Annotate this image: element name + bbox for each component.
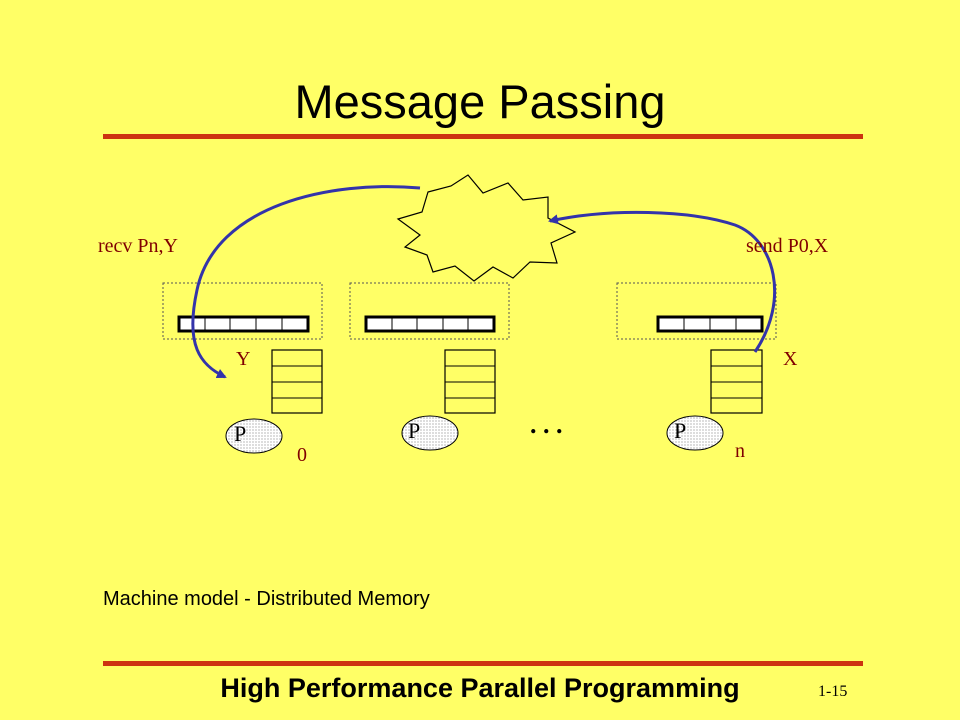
node-box [349, 282, 510, 340]
processor-0-label: P [234, 421, 247, 446]
node-box [162, 282, 323, 340]
node-box [616, 282, 777, 340]
var-x-label: X [783, 348, 798, 370]
processor [666, 415, 724, 451]
processor-middle-label: P [408, 418, 421, 443]
index-last-label: n [735, 440, 745, 462]
page-number: 1-15 [818, 683, 848, 700]
recv-label: recv Pn,Y [98, 235, 178, 257]
ellipsis: . . . [530, 410, 563, 439]
recv-arrow [191, 185, 421, 379]
message-buffer [177, 315, 310, 333]
processor-n-label: P [674, 418, 687, 443]
caption: Machine model - Distributed Memory [103, 588, 430, 610]
slide-title: Message Passing [294, 75, 666, 128]
node-0 [162, 282, 323, 454]
node-middle [349, 282, 510, 451]
processor [401, 415, 459, 451]
network-burst [396, 174, 577, 282]
title-rule [103, 134, 863, 139]
index-first-label: 0 [297, 444, 307, 466]
footer-rule [103, 661, 863, 666]
processor [225, 418, 283, 454]
footer-title: High Performance Parallel Programming [220, 673, 740, 703]
send-label: send P0,X [746, 235, 829, 257]
message-buffer [364, 315, 496, 333]
var-y-label: Y [236, 348, 251, 370]
node-n [616, 282, 777, 451]
send-arrow [548, 210, 777, 353]
